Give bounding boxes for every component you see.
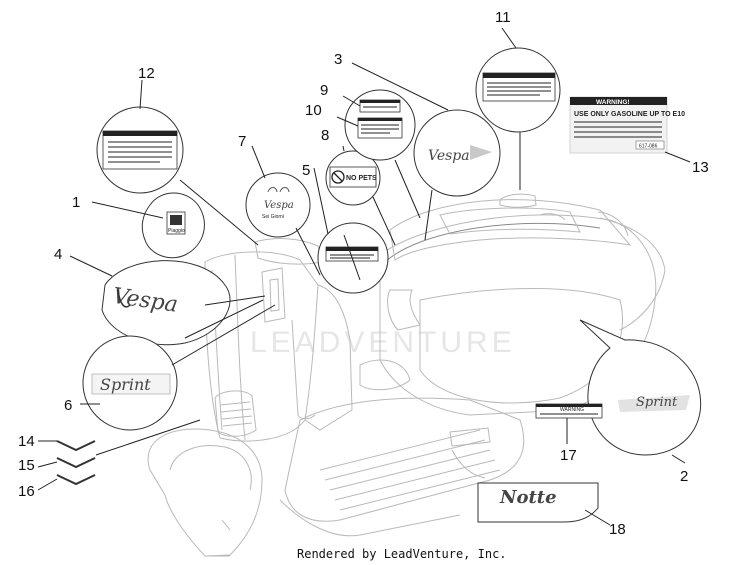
decal-2-sprint-bubble: Sprint [579,319,702,456]
svg-text:Sei Giorni: Sei Giorni [262,214,284,220]
callout-12: 12 [138,65,155,82]
callout-numbers: 1 2 4 5 6 7 8 9 10 11 12 13 14 15 16 17 … [18,9,709,538]
watermark: LEADVENTURE [250,326,516,359]
callout-11: 11 [495,9,511,26]
callout-8: 8 [321,127,329,144]
warning-13-title: WARNING! [596,99,630,106]
callout-9: 9 [320,82,328,99]
decal-13-fuel-warning: WARNING! USE ONLY GASOLINE UP TO E10 617… [569,96,685,154]
callout-10: 10 [305,102,322,119]
svg-text:Vespa: Vespa [264,200,294,211]
callout-6: 6 [64,397,72,414]
footer-credit: Rendered by LeadVenture, Inc. [297,547,507,561]
callout-15: 15 [18,457,35,474]
decal-7-vespa-emblem-bubble: Vespa Sei Giorni [245,172,311,238]
leader-lines [37,27,691,526]
decal-5-label-bubble [317,222,389,294]
decal-17-warning: WARNING [535,403,603,419]
no-pets-text: NO PETS [346,175,377,182]
callout-4: 4 [54,246,62,263]
sprint-2-text: Sprint [636,395,678,410]
callout-7: 7 [238,133,246,150]
decal-11-warning-bubble [475,47,561,133]
callout-16: 16 [18,483,35,500]
decal-1-piaggio-bubble: Piaggio [141,192,205,259]
decal-8-no-pets-bubble: NO PETS [325,150,381,206]
decal-18-notte: Notte [477,482,599,523]
decal-3-vespa-side-bubble: Vespa [413,109,501,197]
callout-5: 5 [302,162,310,179]
svg-text:Piaggio: Piaggio [168,228,185,234]
callout-3: 3 [334,51,342,68]
callout-14: 14 [18,433,35,450]
decal-4-vespa-script-bubble: Vespa [101,260,231,346]
callout-1: 1 [72,194,80,211]
svg-text:Vespa: Vespa [428,148,470,164]
callout-18: 18 [609,521,626,538]
decal-14-15-16-stripes [56,440,96,486]
callout-17: 17 [560,447,577,464]
decal-12-warning-bubble [96,106,184,194]
decal-9-10-bubble [344,89,416,161]
sprint-6-text: Sprint [100,375,151,394]
notte-text: Notte [499,487,557,508]
decal-6-sprint-bubble: Sprint [82,335,178,431]
callout-13: 13 [692,159,709,176]
warning-small-text: WARNING [560,407,584,413]
warning-13-code: 617-086 [639,144,658,150]
callout-2: 2 [680,468,688,485]
warning-13-line1: USE ONLY GASOLINE UP TO E10 [574,111,685,118]
